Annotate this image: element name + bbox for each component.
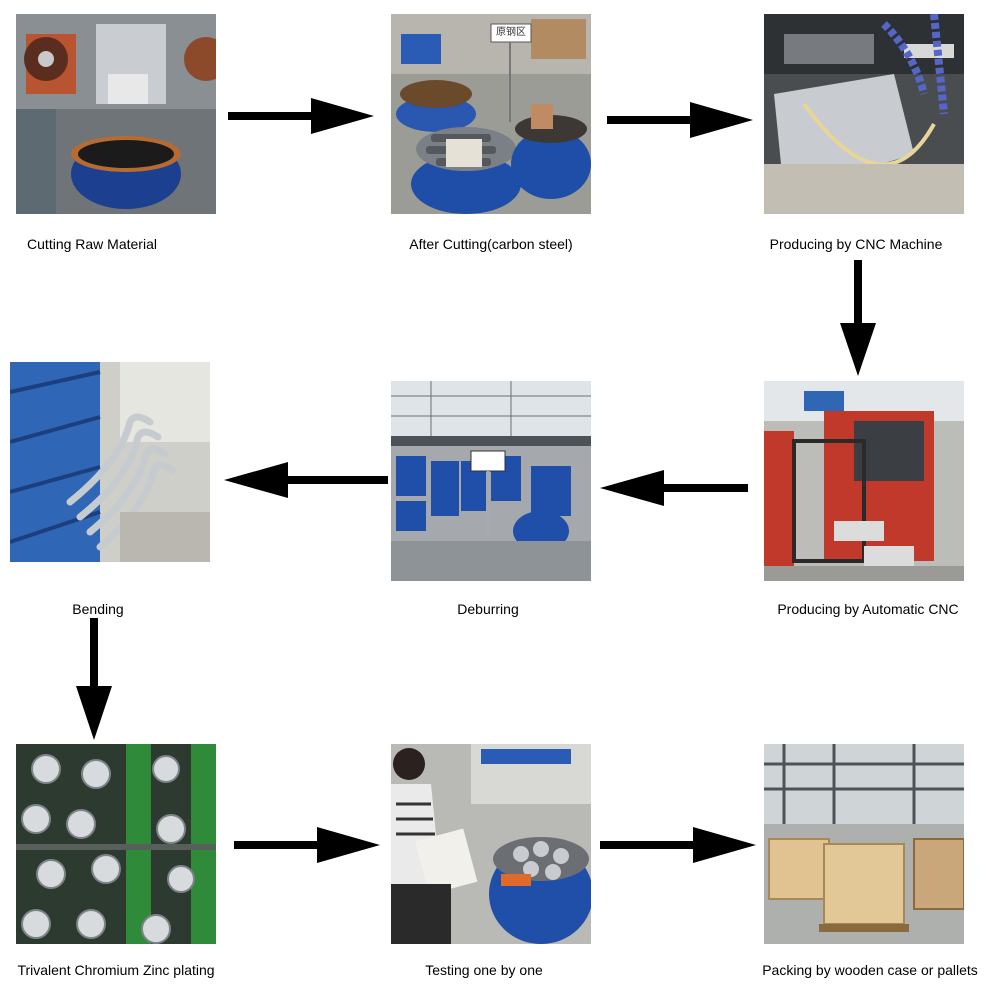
photo-automatic-cnc [764, 381, 964, 581]
step-label-packing: Packing by wooden case or pallets [762, 962, 978, 978]
photo-deburring [391, 381, 591, 581]
photo-bending [10, 362, 210, 562]
step-label-cnc-machine: Producing by CNC Machine [769, 236, 943, 252]
photo-testing [391, 744, 591, 944]
arrow-right-2 [605, 100, 755, 140]
step-label-bending: Bending [72, 601, 124, 617]
step-label-automatic-cnc: Producing by Automatic CNC [777, 601, 959, 617]
arrow-right-4 [598, 825, 758, 865]
photo-packing [764, 744, 964, 944]
arrow-down-1 [838, 258, 878, 378]
photo-after-cutting: 原钢区 [391, 14, 591, 214]
material-area-sign: 原钢区 [496, 27, 526, 38]
step-label-testing: Testing one by one [425, 962, 543, 978]
arrow-right-1 [226, 96, 376, 136]
step-label-cutting: Cutting Raw Material [27, 236, 157, 252]
photo-zinc-plating [16, 744, 216, 944]
step-label-after-cutting: After Cutting(carbon steel) [409, 236, 573, 252]
photo-cnc-machine [764, 14, 964, 214]
step-label-deburring: Deburring [457, 601, 519, 617]
photo-cutting-raw-material [16, 14, 216, 214]
arrow-down-2 [74, 616, 114, 742]
arrow-right-3 [232, 825, 382, 865]
arrow-left-2 [222, 460, 390, 500]
arrow-left-1 [598, 468, 750, 508]
step-label-zinc-plating: Trivalent Chromium Zinc plating [17, 962, 215, 978]
